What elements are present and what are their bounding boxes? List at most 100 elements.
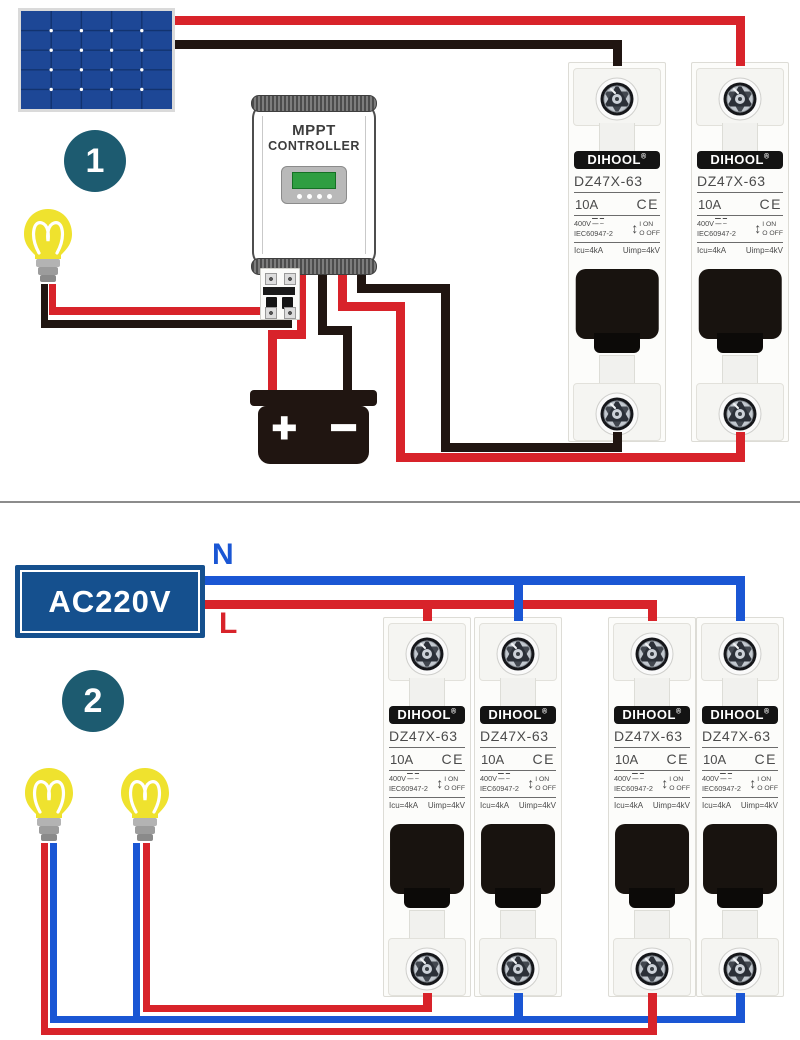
wire-neutral-out bbox=[50, 1016, 745, 1023]
breaker-unit-4: DIHOOL® DZ47X-63 10A CE 400V----~ IEC609… bbox=[474, 617, 562, 997]
icu-value: Icu=4kA bbox=[697, 245, 727, 255]
voltage-standard: 400V----~ IEC60947-2 bbox=[574, 219, 613, 239]
specs-row: 400V----~ IEC60947-2 ↕ I ON O OFF bbox=[574, 219, 660, 239]
voltage-value: 400V bbox=[480, 774, 498, 783]
wire-pv-negative bbox=[170, 40, 622, 49]
voltage-line: 400V----~ bbox=[614, 774, 653, 784]
terminal-clamp bbox=[409, 678, 445, 707]
terminal-clamp bbox=[634, 910, 670, 939]
brand-badge: DIHOOL® bbox=[614, 706, 690, 724]
terminal-clamp bbox=[500, 678, 536, 707]
label-divider bbox=[389, 770, 465, 771]
model-number: DZ47X-63 bbox=[574, 173, 643, 189]
iec-standard: IEC60947-2 bbox=[574, 228, 613, 238]
registered-mark: ® bbox=[675, 708, 682, 716]
terminal-screw-icon bbox=[718, 77, 762, 121]
updown-arrow-icon: ↕ bbox=[527, 775, 535, 792]
wire-neutral-out bbox=[514, 993, 523, 1023]
battery-plus-symbol: + bbox=[271, 403, 297, 452]
wire-battery-negative bbox=[318, 268, 327, 335]
model-number: DZ47X-63 bbox=[480, 728, 549, 744]
iec-standard: IEC60947-2 bbox=[697, 228, 736, 238]
breaker-toggle bbox=[698, 269, 782, 339]
terminal-screw-icon bbox=[405, 947, 449, 991]
icu-value: Icu=4kA bbox=[614, 800, 644, 810]
terminal-screw-icon bbox=[595, 392, 639, 436]
wire-neutral-out bbox=[736, 993, 745, 1023]
breaker-toggle-lever bbox=[404, 888, 450, 908]
updown-arrow-icon: ↕ bbox=[436, 775, 444, 792]
light-bulb-icon bbox=[18, 207, 78, 285]
brand-text: DIHOOL bbox=[622, 707, 676, 722]
dc-symbol: ---- bbox=[592, 219, 599, 228]
terminal-screw-icon bbox=[718, 947, 762, 991]
breaker-unit-2: DIHOOL® DZ47X-63 10A CE 400V----~ IEC609… bbox=[691, 62, 789, 442]
wire-neutral bbox=[736, 576, 745, 621]
mppt-top-cap bbox=[251, 95, 377, 112]
dc-mini-breaker bbox=[260, 268, 300, 320]
wire-battery-negative bbox=[343, 326, 352, 394]
mini-breaker-screw bbox=[265, 307, 277, 319]
wire-mppt-negative bbox=[357, 284, 450, 293]
wire-lamp1-neutral bbox=[50, 843, 57, 1023]
wire-live-out bbox=[648, 993, 657, 1035]
uimp-value: Uimp=4kV bbox=[427, 800, 465, 810]
dc-symbol: ---- bbox=[715, 219, 722, 228]
solar-panel-icon bbox=[18, 8, 175, 112]
wire-mppt-negative bbox=[357, 268, 366, 293]
uimp-value: Uimp=4kV bbox=[518, 800, 556, 810]
wire-live-out bbox=[143, 1005, 432, 1012]
terminal-clamp bbox=[722, 123, 758, 152]
breaker-label: DIHOOL® DZ47X-63 10A CE 400V----~ IEC609… bbox=[702, 706, 778, 810]
rating-row: 10A CE bbox=[574, 196, 660, 212]
ce-mark: CE bbox=[759, 196, 782, 212]
wire-lamp1-live bbox=[41, 843, 48, 1035]
breaker-toggle-lever bbox=[717, 333, 763, 353]
terminal-clamp bbox=[409, 910, 445, 939]
updown-arrow-icon: ↕ bbox=[749, 775, 757, 792]
label-divider bbox=[480, 796, 556, 798]
ce-mark: CE bbox=[636, 196, 659, 212]
registered-mark: ® bbox=[763, 153, 770, 161]
breaker-toggle bbox=[615, 824, 689, 894]
on-off-indicator: ↕ I ON O OFF bbox=[631, 219, 660, 239]
on-label: I ON bbox=[762, 220, 777, 228]
wire-lamp-positive bbox=[49, 284, 56, 315]
mini-breaker-label-band bbox=[263, 287, 295, 295]
voltage-line: 400V----~ bbox=[574, 219, 613, 229]
mppt-controller: MPPT CONTROLLER bbox=[251, 95, 377, 275]
brand-badge: DIHOOL® bbox=[697, 151, 783, 169]
mppt-lcd-screen bbox=[292, 172, 336, 189]
icu-value: Icu=4kA bbox=[702, 800, 732, 810]
wire-mppt-positive bbox=[338, 302, 405, 311]
terminal-screw-icon bbox=[630, 947, 674, 991]
registered-mark: ® bbox=[541, 708, 548, 716]
breaker-unit-5: DIHOOL® DZ47X-63 10A CE 400V----~ IEC609… bbox=[608, 617, 696, 997]
icu-value: Icu=4kA bbox=[574, 245, 604, 255]
ac-symbol: ~ bbox=[599, 219, 605, 228]
brand-badge: DIHOOL® bbox=[480, 706, 556, 724]
on-off-indicator: ↕ I ON O OFF bbox=[749, 774, 778, 794]
wire-battery-positive bbox=[297, 268, 306, 339]
wire-mppt-positive bbox=[736, 432, 745, 462]
on-off-indicator: ↕ I ON O OFF bbox=[436, 774, 465, 794]
label-divider bbox=[480, 747, 556, 748]
wire-pv-positive bbox=[170, 16, 745, 25]
rating-row: 10A CE bbox=[480, 751, 556, 767]
model-number: DZ47X-63 bbox=[702, 728, 771, 744]
wire-lamp-positive bbox=[49, 307, 274, 315]
terminal-screw-icon bbox=[630, 632, 674, 676]
specs-row: 400V----~ IEC60947-2 ↕ I ON O OFF bbox=[614, 774, 690, 794]
label-divider bbox=[702, 747, 778, 748]
current-rating: 10A bbox=[615, 752, 639, 767]
mppt-title-line1: MPPT bbox=[292, 122, 336, 139]
breaker-unit-1: DIHOOL® DZ47X-63 10A CE 400V----~ IEC609… bbox=[568, 62, 666, 442]
breaker-toggle bbox=[575, 269, 659, 339]
label-divider bbox=[389, 796, 465, 798]
circuit-breaker: DIHOOL® DZ47X-63 10A CE 400V----~ IEC609… bbox=[696, 617, 784, 997]
specs-row: 400V----~ IEC60947-2 ↕ I ON O OFF bbox=[697, 219, 783, 239]
wire-battery-positive bbox=[268, 330, 306, 339]
iec-standard: IEC60947-2 bbox=[614, 783, 653, 793]
breaker-unit-3: DIHOOL® DZ47X-63 10A CE 400V----~ IEC609… bbox=[383, 617, 471, 997]
